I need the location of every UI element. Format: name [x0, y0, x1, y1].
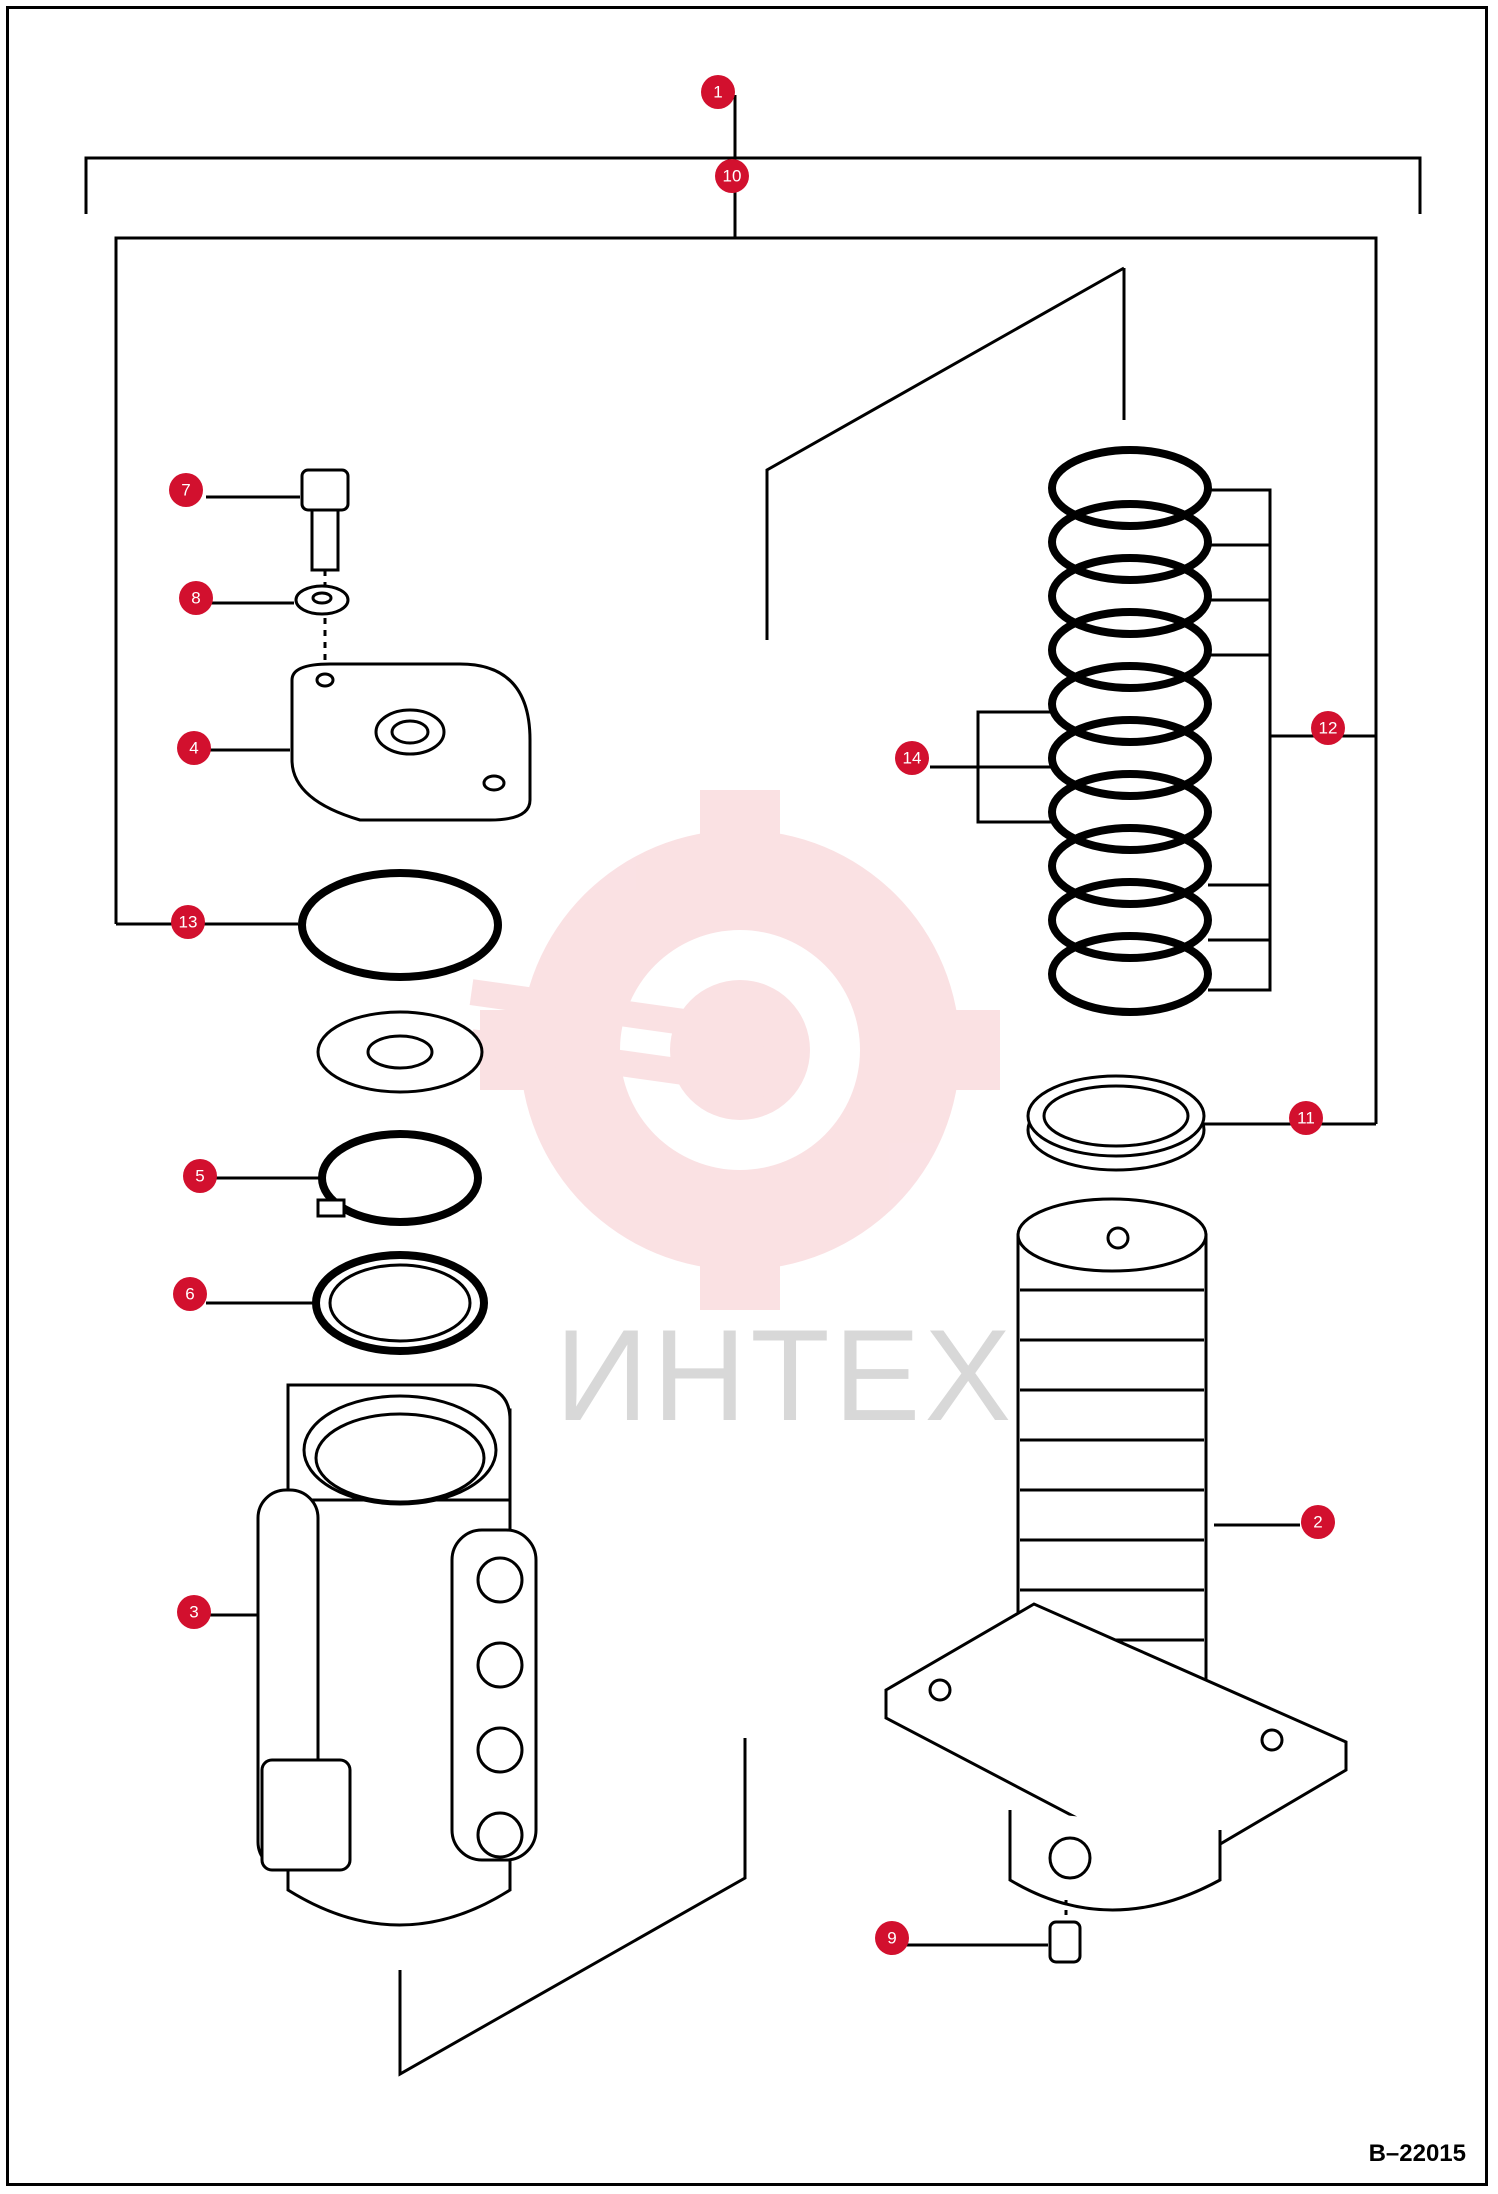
svg-text:3: 3 [189, 1603, 198, 1622]
callout-11[interactable]: 11 [1289, 1101, 1323, 1135]
svg-text:2: 2 [1313, 1513, 1322, 1532]
svg-text:9: 9 [887, 1929, 896, 1948]
callout-5[interactable]: 5 [183, 1159, 217, 1193]
flat-washer-part [316, 1010, 484, 1094]
leader-14 [930, 710, 1056, 824]
callout-2[interactable]: 2 [1301, 1505, 1335, 1539]
snap-ring-part [206, 1130, 482, 1226]
watermark-text: ИНТЕХ [555, 1302, 1016, 1448]
callout-3[interactable]: 3 [177, 1595, 211, 1629]
callout-12[interactable]: 12 [1311, 711, 1345, 745]
callout-10[interactable]: 10 [715, 159, 749, 193]
callout-4[interactable]: 4 [177, 731, 211, 765]
callout-14[interactable]: 14 [895, 741, 929, 775]
callout-6[interactable]: 6 [173, 1277, 207, 1311]
bolt-part [206, 468, 350, 668]
callout-1[interactable]: 1 [701, 75, 735, 109]
svg-text:13: 13 [179, 913, 198, 932]
svg-text:10: 10 [723, 167, 742, 186]
leader-12 [1208, 488, 1272, 992]
svg-text:14: 14 [903, 749, 922, 768]
svg-text:12: 12 [1319, 719, 1338, 738]
svg-text:6: 6 [185, 1285, 194, 1304]
seal-ring-stack [1048, 446, 1212, 1016]
plug-part [900, 1900, 1082, 1964]
svg-text:4: 4 [189, 739, 198, 758]
cover-plate-part [206, 662, 532, 822]
housing-part [206, 1383, 538, 1927]
callout-8[interactable]: 8 [179, 581, 213, 615]
svg-text:5: 5 [195, 1167, 204, 1186]
svg-text:11: 11 [1297, 1109, 1315, 1128]
callout-9[interactable]: 9 [875, 1921, 909, 1955]
callout-7[interactable]: 7 [169, 473, 203, 507]
o-ring-13 [298, 869, 502, 981]
svg-text:7: 7 [181, 481, 190, 500]
callout-13[interactable]: 13 [171, 905, 205, 939]
svg-text:8: 8 [191, 589, 200, 608]
spindle-part [884, 1197, 1348, 1912]
seal-ring-part [206, 1251, 488, 1355]
washer-part [200, 584, 350, 616]
bushing-part [1026, 1074, 1290, 1172]
document-number: B–22015 [1368, 2140, 1466, 2167]
assembly-brackets [84, 95, 1422, 2077]
svg-text:1: 1 [713, 83, 722, 102]
watermark-gear-logo [469, 790, 1000, 1310]
